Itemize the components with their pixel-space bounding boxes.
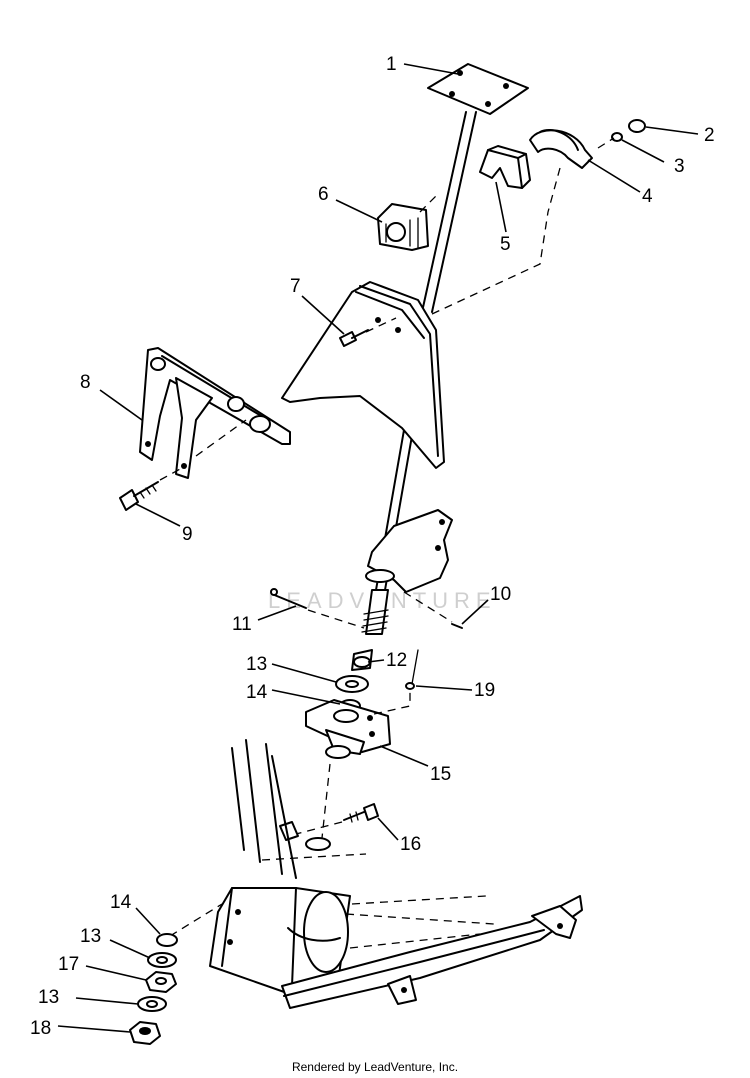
part-18-castle-nut xyxy=(129,1021,161,1045)
callout-5: 5 xyxy=(500,234,511,255)
part-9-bolt xyxy=(119,481,159,511)
part-4-clamp xyxy=(529,129,593,169)
part-11-pin xyxy=(270,588,307,609)
callout-13-lower-b: 13 xyxy=(38,987,59,1008)
part-13-washer-lower-b xyxy=(137,996,167,1012)
part-1-mount-plate xyxy=(427,63,529,115)
callout-leaders xyxy=(57,63,699,1033)
callout-13-lower-a: 13 xyxy=(80,926,101,947)
part-13-washer-lower-a xyxy=(147,952,177,968)
part-6-bushing-block xyxy=(377,203,429,251)
callout-13-upper: 13 xyxy=(246,654,267,675)
callout-4: 4 xyxy=(642,186,653,207)
axle-housing xyxy=(209,887,351,995)
part-8-channel-bracket xyxy=(139,347,291,479)
part-13-washer-upper xyxy=(335,675,369,693)
part-5-bushing xyxy=(479,145,531,189)
callout-17: 17 xyxy=(58,954,79,975)
part-19-pin xyxy=(405,649,419,690)
callout-14-upper: 14 xyxy=(246,682,268,703)
front-axle xyxy=(281,895,583,1009)
callout-9: 9 xyxy=(182,524,193,545)
sleeve-nut xyxy=(279,821,299,841)
part-14-washer-lower xyxy=(156,933,178,947)
callout-14-lower: 14 xyxy=(110,892,132,913)
frame-pedestal xyxy=(231,739,367,879)
callout-11: 11 xyxy=(232,614,252,635)
callout-3: 3 xyxy=(674,156,685,177)
callout-2: 2 xyxy=(704,125,715,146)
part-12-coupler xyxy=(353,656,371,668)
callout-1: 1 xyxy=(386,54,397,75)
callout-19: 19 xyxy=(474,680,495,701)
steering-arm-plate xyxy=(365,509,453,593)
callout-8: 8 xyxy=(80,372,91,393)
callout-6: 6 xyxy=(318,184,329,205)
part-10-cotter xyxy=(451,623,463,629)
callout-16: 16 xyxy=(400,834,421,855)
dash-panel-bracket xyxy=(281,281,445,469)
part-3-washer xyxy=(611,132,623,142)
callout-18: 18 xyxy=(30,1018,51,1039)
part-16-bolt xyxy=(343,803,379,823)
part-15-pivot-block xyxy=(305,699,391,759)
part-2-nut xyxy=(628,119,646,133)
callout-15: 15 xyxy=(430,764,451,785)
callout-labels: 1 2 3 4 5 6 7 8 9 10 11 12 13 14 15 19 1… xyxy=(30,54,715,1039)
callout-12: 12 xyxy=(386,650,407,671)
callout-7: 7 xyxy=(290,276,301,297)
part-17-nut xyxy=(145,971,177,993)
part-7-screw xyxy=(339,329,369,347)
callout-10: 10 xyxy=(490,584,511,605)
rendered-by-credit: Rendered by LeadVenture, Inc. xyxy=(292,1060,458,1074)
